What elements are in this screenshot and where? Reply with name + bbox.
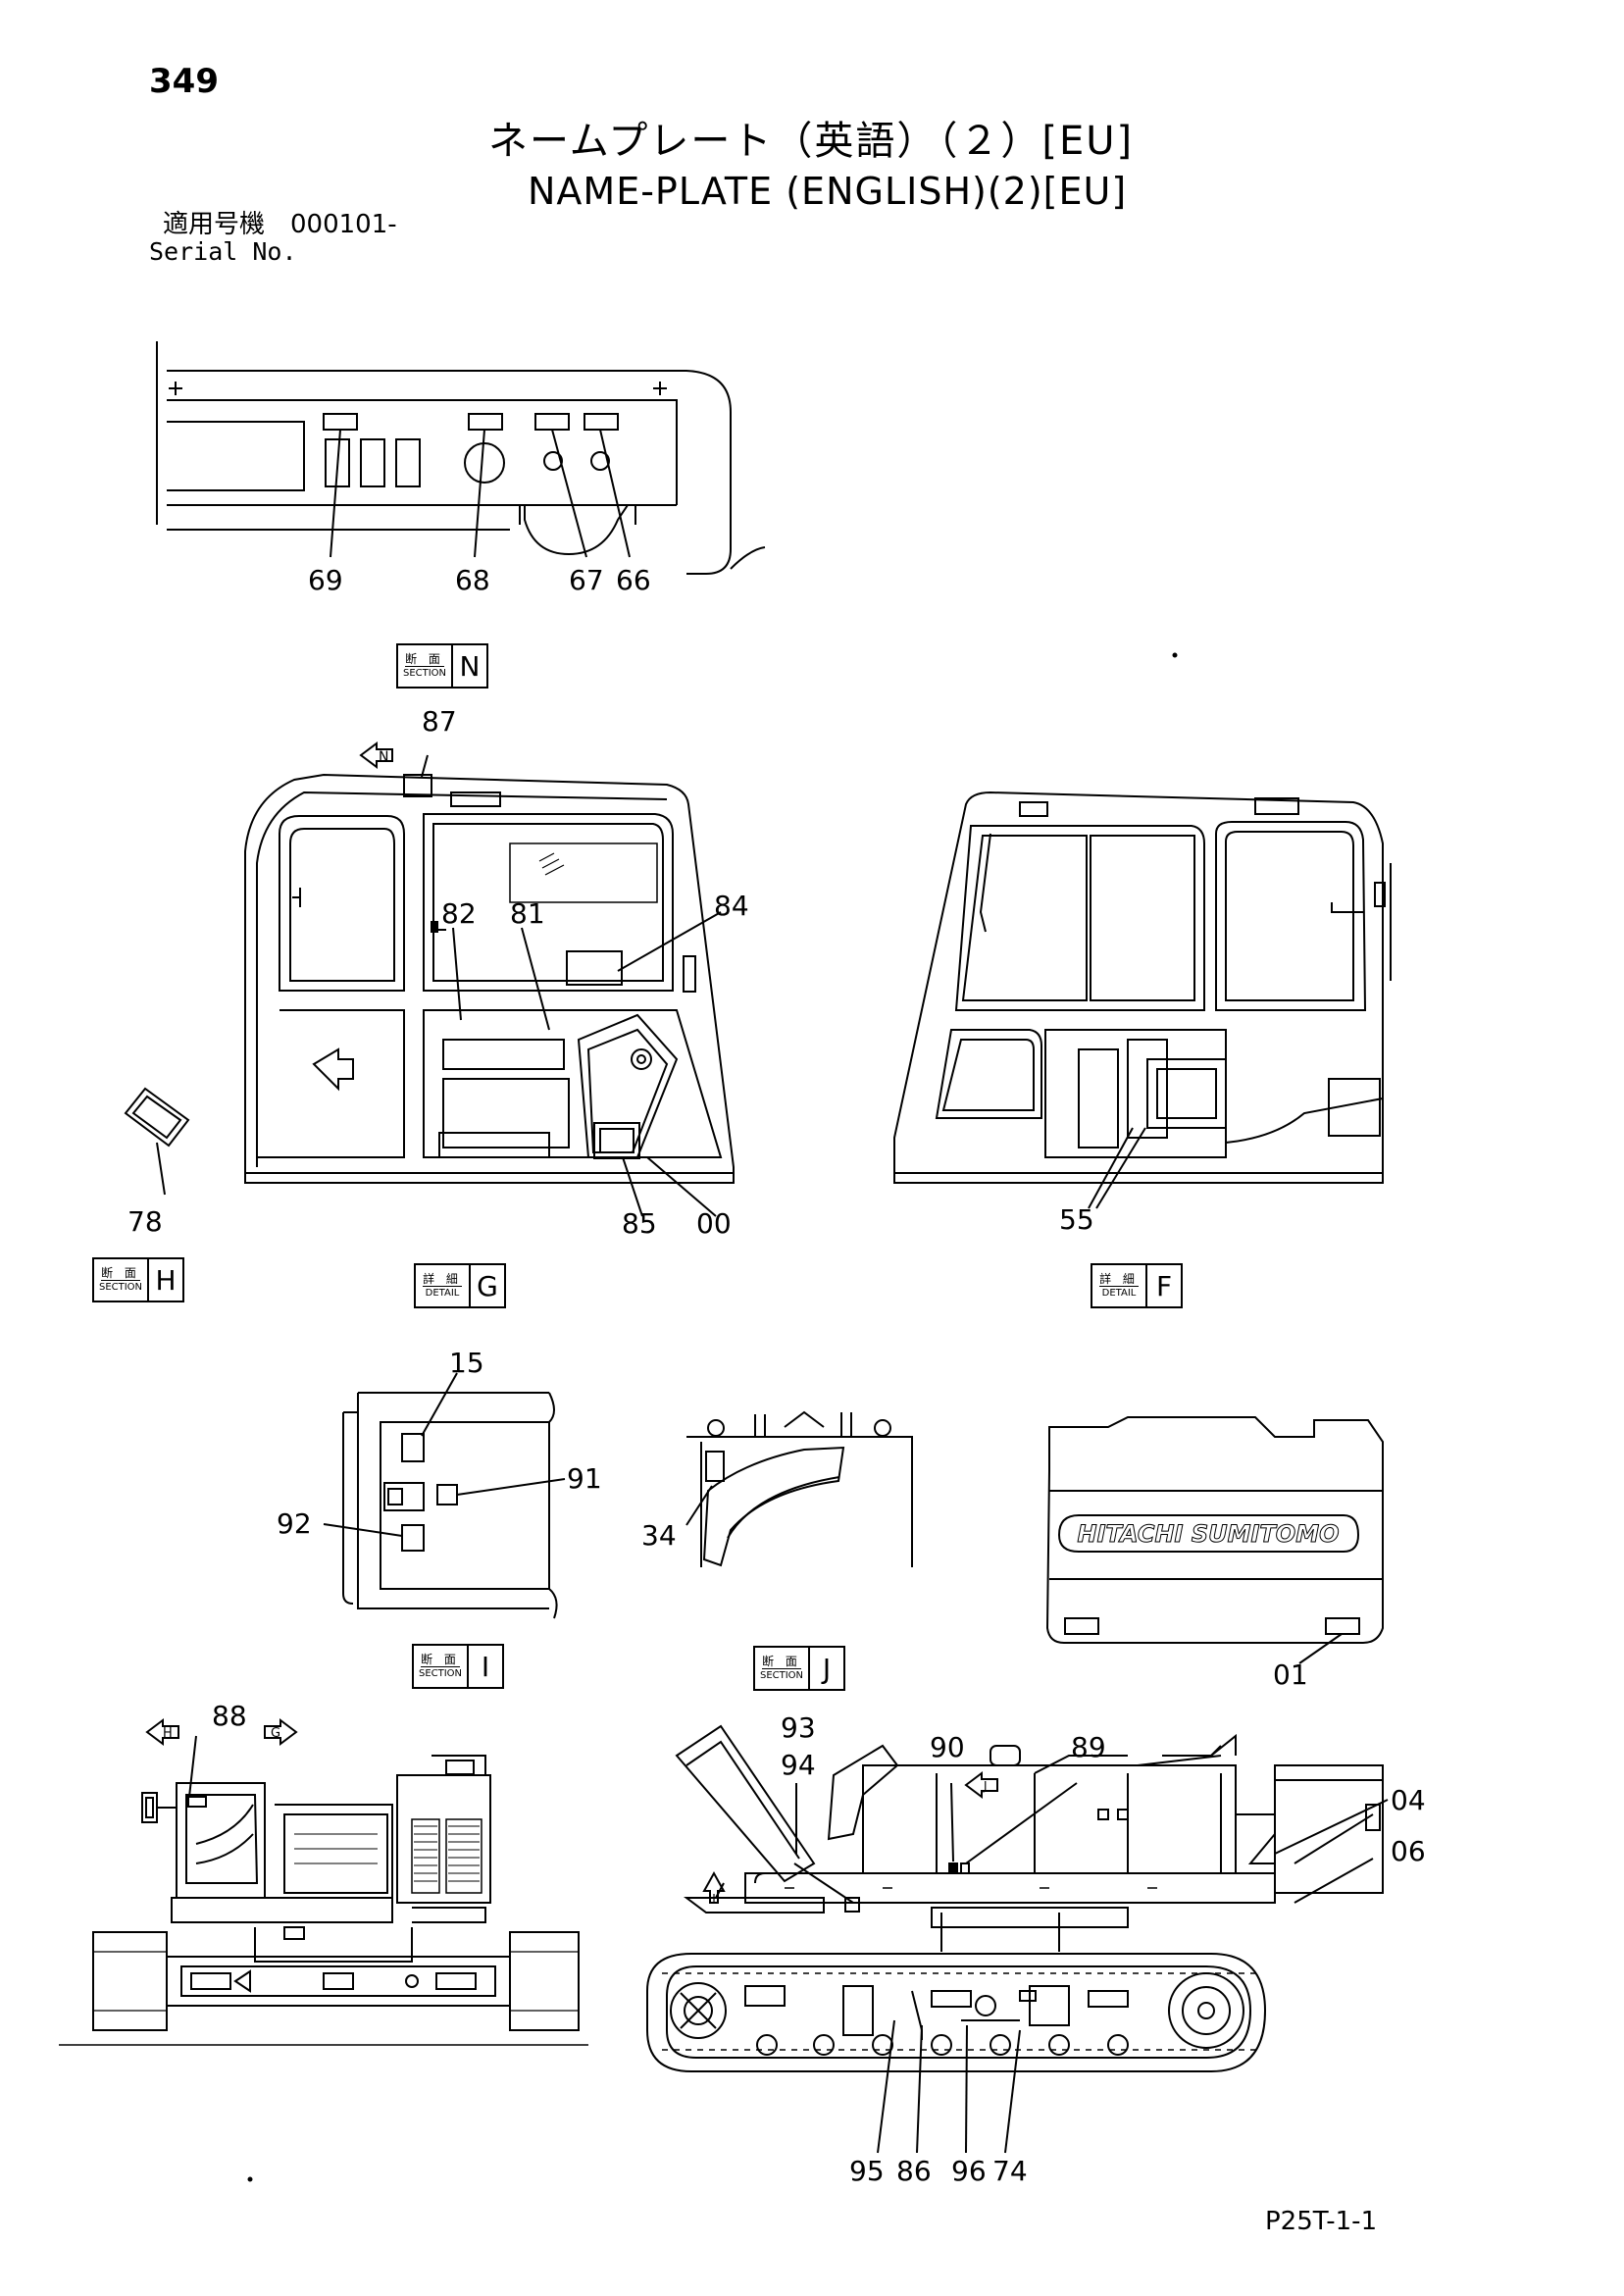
view-marker-h: H [163,1726,173,1741]
view-marker-g: G [271,1726,280,1741]
section-n-arrow: N [359,741,393,769]
callout-74: 74 [992,2155,1028,2187]
callout-89: 89 [1071,1731,1106,1763]
callout-78: 78 [127,1205,163,1238]
callout-55: 55 [1059,1203,1094,1236]
callout-91: 91 [567,1462,602,1495]
callout-68: 68 [455,564,490,596]
callout-66: 66 [616,564,651,596]
callout-92: 92 [277,1507,312,1540]
callout-82: 82 [441,897,477,930]
view-marker-j: J [983,1779,988,1793]
title-japanese: ネームプレート（英語）（２）[EU] [488,119,1135,164]
counterweight-drawing: HITACHI SUMITOMO [1045,1416,1384,1664]
section-j-drawing [685,1410,913,1567]
cab-right-view-drawing [893,791,1392,1209]
callout-04: 04 [1391,1784,1426,1816]
callout-85: 85 [622,1207,657,1240]
callout-94: 94 [781,1749,816,1781]
title-english: NAME-PLATE (ENGLISH)(2)[EU] [528,170,1128,213]
callout-06: 06 [1391,1835,1426,1867]
brand-emblem: HITACHI SUMITOMO [1078,1520,1340,1548]
console-panel-drawing [156,341,766,575]
callout-81: 81 [510,897,545,930]
section-n-marker: N [379,749,388,765]
callout-90: 90 [930,1731,965,1763]
cab-left-view-drawing [244,754,735,1217]
callout-15: 15 [449,1347,484,1379]
callout-34: 34 [641,1519,677,1552]
callout-93: 93 [781,1711,816,1744]
callout-67: 67 [569,564,604,596]
callout-69: 69 [308,564,343,596]
plate-78-drawing [124,1087,190,1196]
excavator-side-view-drawing: I J [646,1724,1389,2154]
callout-87: 87 [422,705,457,738]
page-number: 349 [149,62,219,101]
callout-88: 88 [212,1700,247,1732]
excavator-front-view-drawing: H G [59,1718,588,2046]
view-marker-i: I [712,1892,716,1906]
callout-00: 00 [696,1207,732,1240]
section-i-drawing [323,1372,566,1619]
serial-japanese: 適用号機 000101- [163,210,397,239]
callout-86: 86 [896,2155,932,2187]
callout-96: 96 [951,2155,987,2187]
callout-01: 01 [1273,1658,1308,1691]
footer-code: P25T-1-1 [1265,2207,1378,2236]
serial-label: Serial No. [149,237,297,266]
callout-95: 95 [849,2155,885,2187]
callout-84: 84 [714,890,749,922]
